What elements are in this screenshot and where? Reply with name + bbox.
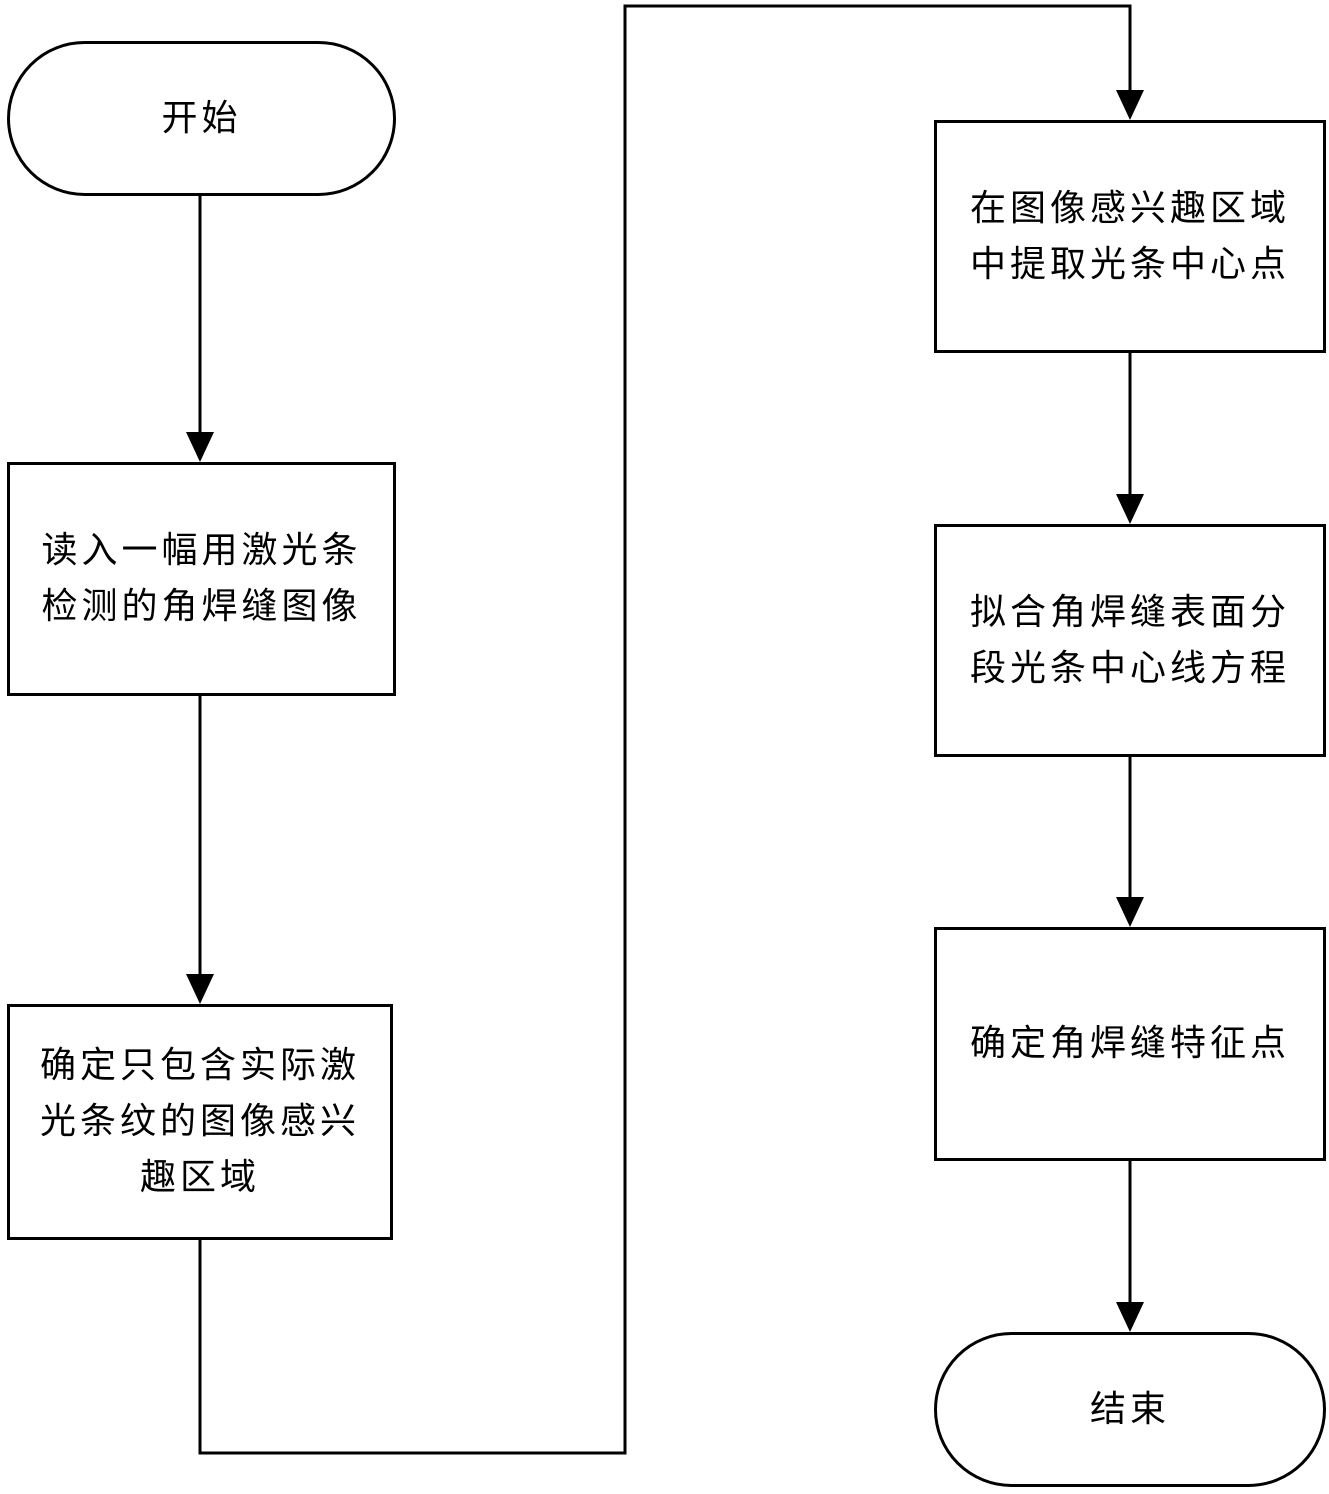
roi-node: 确定只包含实际激 光条纹的图像感兴 趣区域 <box>7 1004 393 1240</box>
read-image-node-label: 读入一幅用激光条 检测的角焊缝图像 <box>41 523 361 635</box>
extract-center-node-label: 在图像感兴趣区域 中提取光条中心点 <box>970 181 1290 293</box>
start-node-label: 开始 <box>161 91 241 147</box>
arrowhead-fit-equation <box>1116 494 1144 524</box>
arrowhead-extract-center <box>1116 90 1144 120</box>
arrowhead-end <box>1116 1302 1144 1332</box>
start-node: 开始 <box>7 41 396 196</box>
fit-equation-node-label: 拟合角焊缝表面分 段光条中心线方程 <box>970 585 1290 697</box>
arrowhead-feature-points <box>1116 897 1144 927</box>
extract-center-node: 在图像感兴趣区域 中提取光条中心点 <box>934 120 1326 353</box>
feature-points-node-label: 确定角焊缝特征点 <box>970 1016 1290 1072</box>
roi-node-label: 确定只包含实际激 光条纹的图像感兴 趣区域 <box>40 1038 360 1206</box>
end-node: 结束 <box>934 1332 1326 1487</box>
fit-equation-node: 拟合角焊缝表面分 段光条中心线方程 <box>934 524 1326 757</box>
feature-points-node: 确定角焊缝特征点 <box>934 927 1326 1161</box>
read-image-node: 读入一幅用激光条 检测的角焊缝图像 <box>7 462 396 696</box>
arrowhead-read-image <box>186 432 214 462</box>
end-node-label: 结束 <box>1090 1382 1170 1438</box>
arrowhead-roi <box>186 974 214 1004</box>
